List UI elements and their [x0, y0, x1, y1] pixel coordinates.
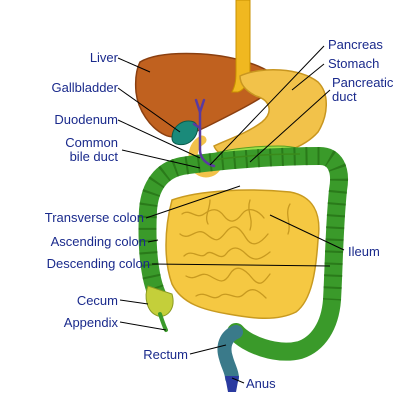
pancreatic-duct-shape — [213, 153, 301, 161]
label-stomach: Stomach — [328, 56, 380, 71]
label-pancreas: Pancreas — [328, 37, 383, 52]
label-rectum: Rectum — [143, 347, 188, 362]
label-ascending-colon: Ascending colon — [50, 234, 146, 249]
label-liver: Liver — [89, 50, 118, 65]
label-transverse-colon: Transverse colon — [44, 210, 144, 225]
label-appendix: Appendix — [63, 315, 118, 330]
bile-duct-shape — [192, 98, 216, 168]
small-intestine-shape — [165, 189, 320, 320]
rectum-shape — [217, 325, 243, 385]
label-ileum: Ileum — [348, 244, 380, 259]
cecum-shape — [145, 285, 174, 317]
label-descending-colon: Descending colon — [46, 256, 150, 271]
label-pancreatic-duct-line1: Pancreatic — [332, 75, 394, 90]
leader-lines — [117, 45, 345, 384]
label-cecum: Cecum — [76, 293, 118, 308]
intestine-folds — [179, 199, 291, 299]
label-common-bile-duct-line1: Common — [65, 135, 118, 150]
label-duodenum: Duodenum — [54, 112, 118, 127]
label-common-bile-duct-line2: bile duct — [69, 149, 118, 164]
appendix-shape — [158, 312, 168, 332]
label-anus: Anus — [246, 376, 276, 391]
label-gallbladder: Gallbladder — [51, 80, 119, 95]
gallbladder-shape — [171, 120, 198, 146]
label-pancreatic-duct-line2: duct — [332, 89, 357, 104]
